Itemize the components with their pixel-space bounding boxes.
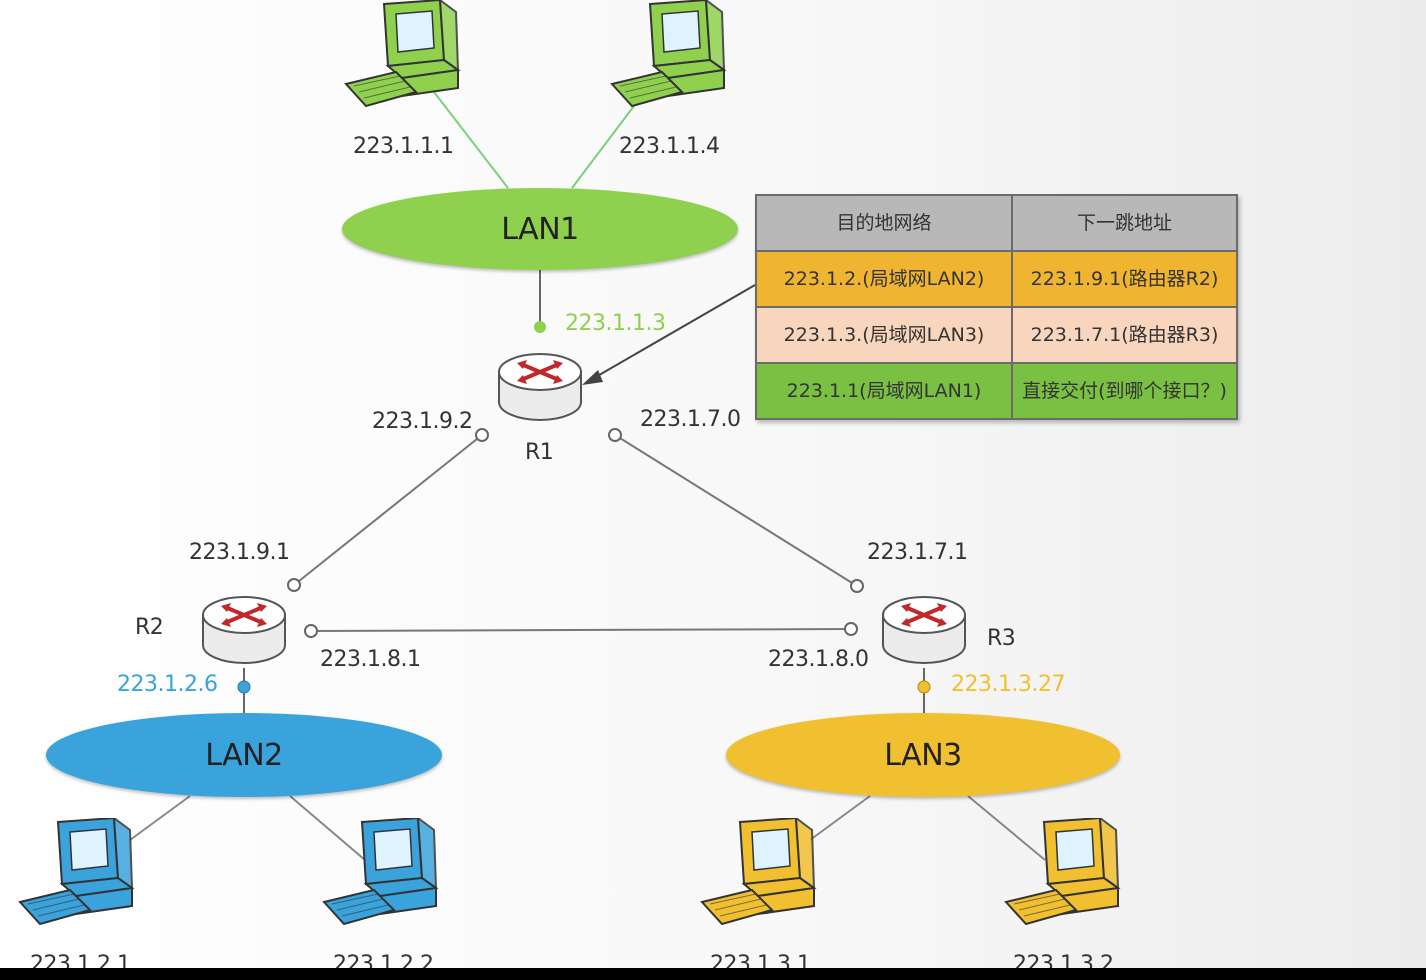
table-header-destination: 目的地网络 <box>755 194 1013 252</box>
router-r2-icon <box>202 596 286 664</box>
computer-lan1-right-icon <box>611 0 725 107</box>
arrow-head <box>582 370 603 385</box>
iface-r3-r1-label: 223.1.7.1 <box>867 540 968 565</box>
iface-dot-r2-r1 <box>287 578 301 592</box>
iface-dot-r1-lan1 <box>534 321 546 333</box>
link-lan3-host2 <box>967 795 1046 861</box>
table-row: 223.1.3.(局域网LAN3) 223.1.7.1(路由器R3) <box>755 306 1238 364</box>
lan2-label: LAN2 <box>205 737 283 773</box>
table-cell-next-hop: 223.1.9.1(路由器R2) <box>1011 250 1238 308</box>
table-pointer-arrow <box>593 284 756 379</box>
link-r1-r3 <box>614 434 858 587</box>
bottom-black-bar <box>0 968 1426 980</box>
iface-r3-r2-label: 223.1.8.0 <box>768 647 869 672</box>
iface-dot-r3-r2 <box>844 622 858 636</box>
lan1-label: LAN1 <box>501 211 579 247</box>
table-header-row: 目的地网络 下一跳地址 <box>755 194 1238 252</box>
link-r2-r3 <box>310 628 852 632</box>
iface-dot-r2-r3 <box>304 624 318 638</box>
router-r1-icon <box>498 353 582 421</box>
link-lan2-host1 <box>129 795 191 841</box>
iface-r1-r2-label: 223.1.9.2 <box>372 409 473 434</box>
routing-table: 目的地网络 下一跳地址 223.1.2.(局域网LAN2) 223.1.9.1(… <box>755 194 1238 420</box>
computer-lan1-left-icon <box>345 0 459 107</box>
iface-r2-lan2-label: 223.1.2.6 <box>117 672 218 697</box>
lan3-label: LAN3 <box>884 737 962 773</box>
iface-dot-r1-r3 <box>608 428 622 442</box>
iface-r2-r1-label: 223.1.9.1 <box>189 540 290 565</box>
router-r1-label: R1 <box>525 440 554 465</box>
table-header-next-hop: 下一跳地址 <box>1011 194 1238 252</box>
table-cell-destination: 223.1.3.(局域网LAN3) <box>755 306 1013 364</box>
table-cell-next-hop: 223.1.7.1(路由器R3) <box>1011 306 1238 364</box>
iface-dot-r3-lan3 <box>917 680 931 694</box>
host-lan1-left-label: 223.1.1.1 <box>353 134 454 159</box>
lan2-oval: LAN2 <box>46 713 442 797</box>
router-r3-label: R3 <box>987 626 1016 651</box>
iface-dot-r2-lan2 <box>237 680 251 694</box>
iface-r3-lan3-label: 223.1.3.27 <box>951 672 1065 697</box>
link-r1-r2 <box>293 434 483 586</box>
computer-lan2-right-icon <box>323 818 437 925</box>
lan3-oval: LAN3 <box>726 713 1120 797</box>
iface-dot-r3-r1 <box>850 579 864 593</box>
router-r3-icon <box>882 596 966 664</box>
host-lan1-right-label: 223.1.1.4 <box>619 134 720 159</box>
iface-r2-r3-label: 223.1.8.1 <box>320 647 421 672</box>
computer-lan3-left-icon <box>701 818 815 925</box>
iface-r1-lan1-label: 223.1.1.3 <box>565 311 666 336</box>
link-host4-lan1 <box>571 97 641 189</box>
iface-dot-r1-r2 <box>475 428 489 442</box>
table-cell-next-hop: 直接交付(到哪个接口？) <box>1011 362 1238 420</box>
computer-lan3-right-icon <box>1005 818 1119 925</box>
iface-r1-r3-label: 223.1.7.0 <box>640 407 741 432</box>
link-lan2-host2 <box>289 795 366 861</box>
link-lan3-host1 <box>809 795 871 841</box>
table-row: 223.1.2.(局域网LAN2) 223.1.9.1(路由器R2) <box>755 250 1238 308</box>
computer-lan2-left-icon <box>19 818 133 925</box>
link-host1-lan1 <box>433 91 509 189</box>
table-cell-destination: 223.1.1(局域网LAN1) <box>755 362 1013 420</box>
router-r2-label: R2 <box>135 615 164 640</box>
table-row: 223.1.1(局域网LAN1) 直接交付(到哪个接口？) <box>755 362 1238 420</box>
table-cell-destination: 223.1.2.(局域网LAN2) <box>755 250 1013 308</box>
lan1-oval: LAN1 <box>342 188 738 270</box>
